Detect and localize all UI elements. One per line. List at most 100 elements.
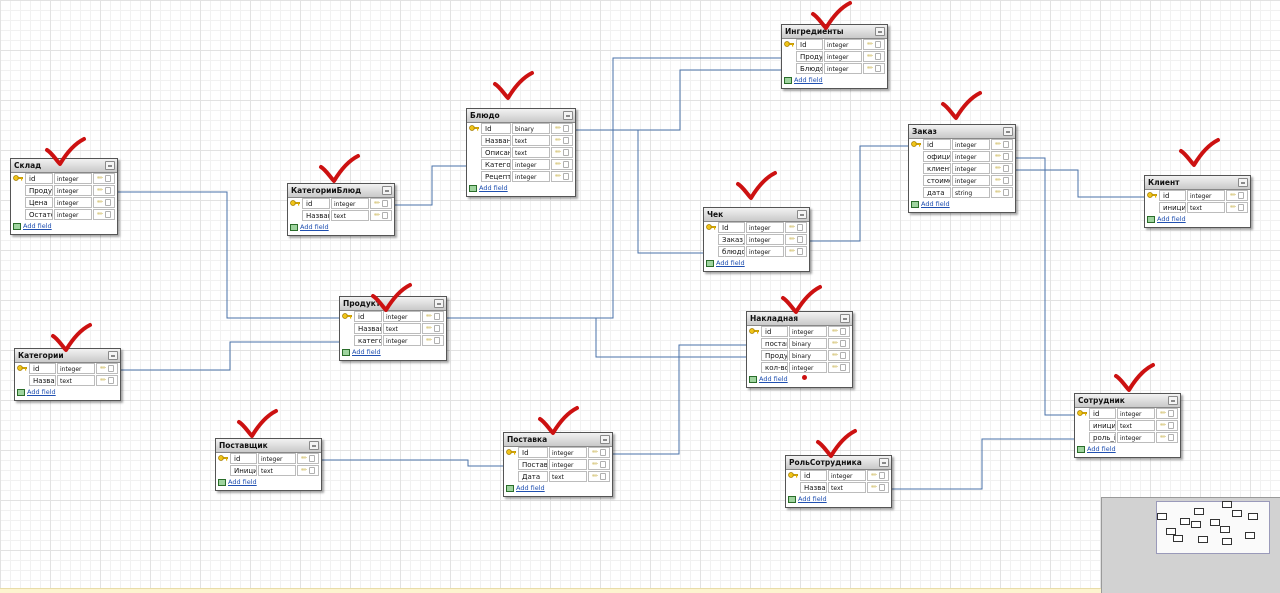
field-actions[interactable]: ✏ [551,171,573,182]
edit-icon[interactable]: ✏ [301,466,307,474]
field-actions[interactable]: ✏ [370,198,392,209]
field-type[interactable]: binary [789,350,827,361]
field-actions[interactable]: ✏ [96,363,118,374]
field-type[interactable]: integer [54,209,92,220]
edit-icon[interactable]: ✏ [426,312,432,320]
field-options-icon[interactable] [1002,141,1009,148]
field-row[interactable]: Инициалыtext ✏ [218,465,319,476]
add-field-link[interactable]: Add field [352,348,381,356]
field-type[interactable]: text [549,471,587,482]
edit-icon[interactable]: ✏ [995,176,1001,184]
collapse-table-button[interactable] [797,210,807,219]
field-name[interactable]: кол-во [761,362,788,373]
field-actions[interactable]: ✏ [785,222,807,233]
field-name[interactable]: Продукт [761,350,788,361]
field-name[interactable]: id [761,326,788,337]
edit-icon[interactable]: ✏ [1160,433,1166,441]
field-name[interactable]: Инициалы [230,465,257,476]
edit-icon[interactable]: ✏ [555,136,561,144]
minimap[interactable] [1101,497,1280,593]
field-type[interactable]: integer [1187,190,1225,201]
table-kategoriibl[interactable]: КатегорииБлюдidinteger✏Названиеtext✏Add … [287,183,395,236]
edit-icon[interactable]: ✏ [1230,203,1236,211]
field-type[interactable]: integer [383,311,421,322]
table-title[interactable]: Категории [15,349,120,363]
field-options-icon[interactable] [874,41,881,48]
field-actions[interactable]: ✏ [867,482,889,493]
field-options-icon[interactable] [562,137,569,144]
table-title[interactable]: Склад [11,159,117,173]
field-actions[interactable]: ✏ [991,175,1013,186]
edit-icon[interactable]: ✏ [832,327,838,335]
edit-icon[interactable]: ✏ [789,235,795,243]
field-name[interactable]: клиент_id [923,163,951,174]
field-options-icon[interactable] [104,199,111,206]
field-type[interactable]: integer [746,234,784,245]
field-type[interactable]: integer [789,326,827,337]
table-ingredienty[interactable]: ИнгредиентыIdinteger✏Продукт_idinteger✏Б… [781,24,888,89]
field-options-icon[interactable] [308,455,315,462]
edit-icon[interactable]: ✏ [832,339,838,347]
field-actions[interactable]: ✏ [828,350,850,361]
edit-icon[interactable]: ✏ [97,174,103,182]
field-options-icon[interactable] [1167,434,1174,441]
edit-icon[interactable]: ✏ [555,124,561,132]
field-name[interactable]: id [1089,408,1116,419]
field-name[interactable]: id [230,453,257,464]
minimap-viewport[interactable] [1156,501,1270,554]
field-type[interactable]: integer [54,197,92,208]
field-type[interactable]: integer [1117,408,1155,419]
field-options-icon[interactable] [796,224,803,231]
edit-icon[interactable]: ✏ [97,186,103,194]
edit-icon[interactable]: ✏ [995,152,1001,160]
field-type[interactable]: integer [952,163,990,174]
field-type[interactable]: text [258,465,296,476]
field-options-icon[interactable] [839,352,846,359]
add-field-link[interactable]: Add field [759,375,788,383]
field-actions[interactable]: ✏ [828,326,850,337]
table-title[interactable]: Поставщик [216,439,321,453]
field-name[interactable]: Заказ_id [718,234,745,245]
collapse-table-button[interactable] [840,314,850,323]
edit-icon[interactable]: ✏ [832,351,838,359]
field-type[interactable]: integer [512,171,550,182]
add-field[interactable]: Add field [17,387,118,398]
field-name[interactable]: Категория_id [481,159,511,170]
edit-icon[interactable]: ✏ [97,210,103,218]
field-actions[interactable]: ✏ [551,123,573,134]
field-actions[interactable]: ✏ [588,459,610,470]
edit-icon[interactable]: ✏ [832,363,838,371]
field-name[interactable]: Название [800,482,827,493]
add-field-link[interactable]: Add field [1157,215,1186,223]
edit-icon[interactable]: ✏ [1160,421,1166,429]
field-actions[interactable]: ✏ [370,210,392,221]
collapse-table-button[interactable] [879,458,889,467]
field-actions[interactable]: ✏ [863,39,885,50]
field-options-icon[interactable] [562,173,569,180]
add-field[interactable]: Add field [13,221,115,232]
field-actions[interactable]: ✏ [785,234,807,245]
field-actions[interactable]: ✏ [93,173,115,184]
field-type[interactable]: integer [331,198,369,209]
collapse-table-button[interactable] [382,186,392,195]
collapse-table-button[interactable] [105,161,115,170]
field-name[interactable]: Рецепт [481,171,511,182]
field-row[interactable]: Названиеtext✏ [342,323,444,334]
add-field[interactable]: Add field [469,183,573,194]
edit-icon[interactable]: ✏ [592,460,598,468]
